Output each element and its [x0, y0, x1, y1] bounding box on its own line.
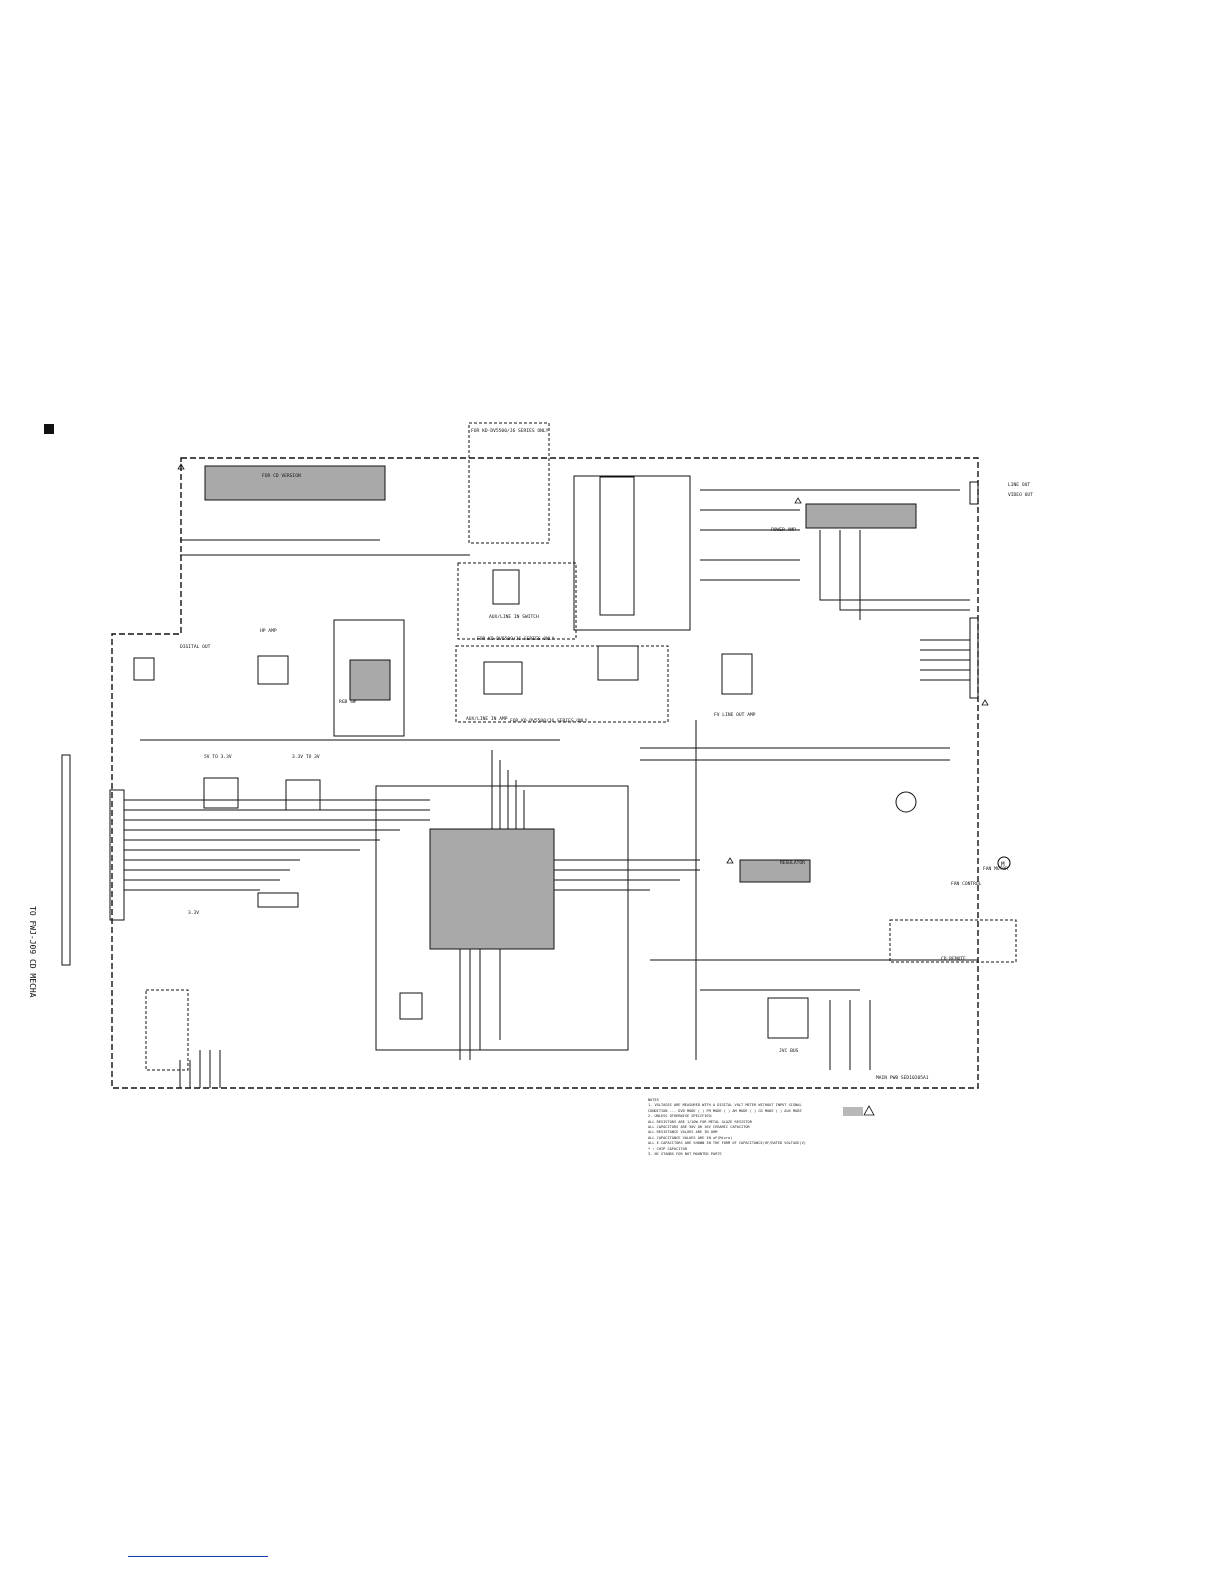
notes-block: NOTES 1. VOLTAGES ARE MEASURED WITH A DI… — [648, 1098, 868, 1157]
note-line: CONDITION --- DVD MODE ( ) FM MODE ( ) A… — [648, 1108, 802, 1113]
note-line: ALL E-CAPACITORS ARE SHOWN IN THE FORM O… — [648, 1141, 806, 1146]
video-out-label: VIDEO OUT — [1008, 492, 1033, 498]
note-line: 2. UNLESS OTHERWISE SPECIFIED: — [648, 1114, 713, 1119]
hp-amp-label: HP AMP — [260, 628, 277, 634]
rgb-sw-label: RGB SW — [339, 699, 356, 705]
aux-switch-label: AUX/LINE IN SWITCH — [489, 614, 539, 620]
main-pwb-label: MAIN PWB SED10205A1 — [876, 1075, 929, 1081]
aux-only2-label: FOR KD-DV5500/J6 SERIES ONLY — [510, 718, 588, 724]
eeprom-label: 3.3V — [188, 910, 199, 916]
reg-5v-label: 5V TO 3.3V — [204, 754, 232, 760]
cd-remote-label: CD REMOTE — [941, 956, 966, 962]
cd-mecha-label: TO FWJ-J09 CD MECHA — [28, 906, 37, 998]
digital-out-label: DIGITAL OUT — [180, 644, 211, 650]
cd-version-label: FOR CD VERSION — [262, 473, 301, 479]
aux-only-label: FOR KD-DV5500/J6 SERIES ONLY — [477, 636, 555, 642]
note-line: 1. VOLTAGES ARE MEASURED WITH A DIGITAL … — [648, 1103, 802, 1108]
footer-rule — [128, 1556, 268, 1557]
motor-symbol-icon: M — [997, 856, 1011, 870]
warning-triangle-icon — [177, 463, 989, 1116]
line-out-label: LINE OUT — [1008, 482, 1030, 488]
notes-title: NOTES — [648, 1098, 659, 1102]
top-frame-label: FOR KD-DV5500/J6 SERIES ONLY — [471, 428, 549, 434]
note-line: ALL RESISTORS ARE 1/10W FOR METAL GLAZE … — [648, 1119, 752, 1124]
note-line: ALL CAPACITANCE VALUES ARE IN uF(Micro) — [648, 1135, 733, 1140]
note-line: ALL CAPACITORS ARE 50V OR 16V CERAMIC CA… — [648, 1125, 750, 1130]
reg-33v-label: 3.3V TO 3V — [292, 754, 320, 760]
note-line: * : CHIP CAPACITOR — [648, 1146, 687, 1151]
line-out-amp-label: FV LINE OUT AMP — [714, 712, 756, 718]
fan-motor-label: FAN MOTOR — [983, 866, 1008, 872]
power-amp-label: POWER AMP — [771, 527, 796, 533]
aux-amp-label: AUX/LINE IN AMP — [466, 716, 508, 722]
note-line: ALL RESISTANCE VALUES ARE IN OHM — [648, 1130, 718, 1135]
section-bullet — [44, 424, 54, 434]
note-line: 3. NC STANDS FOR NOT MOUNTED PARTS — [648, 1152, 722, 1157]
safety-legend-box — [843, 1107, 863, 1116]
jvc-bus-label: JVC BUS — [779, 1048, 799, 1054]
svg-text:M: M — [1001, 861, 1005, 868]
fan-control-label: FAN CONTROL — [951, 881, 982, 887]
regulator-label: REGULATOR — [780, 860, 805, 866]
